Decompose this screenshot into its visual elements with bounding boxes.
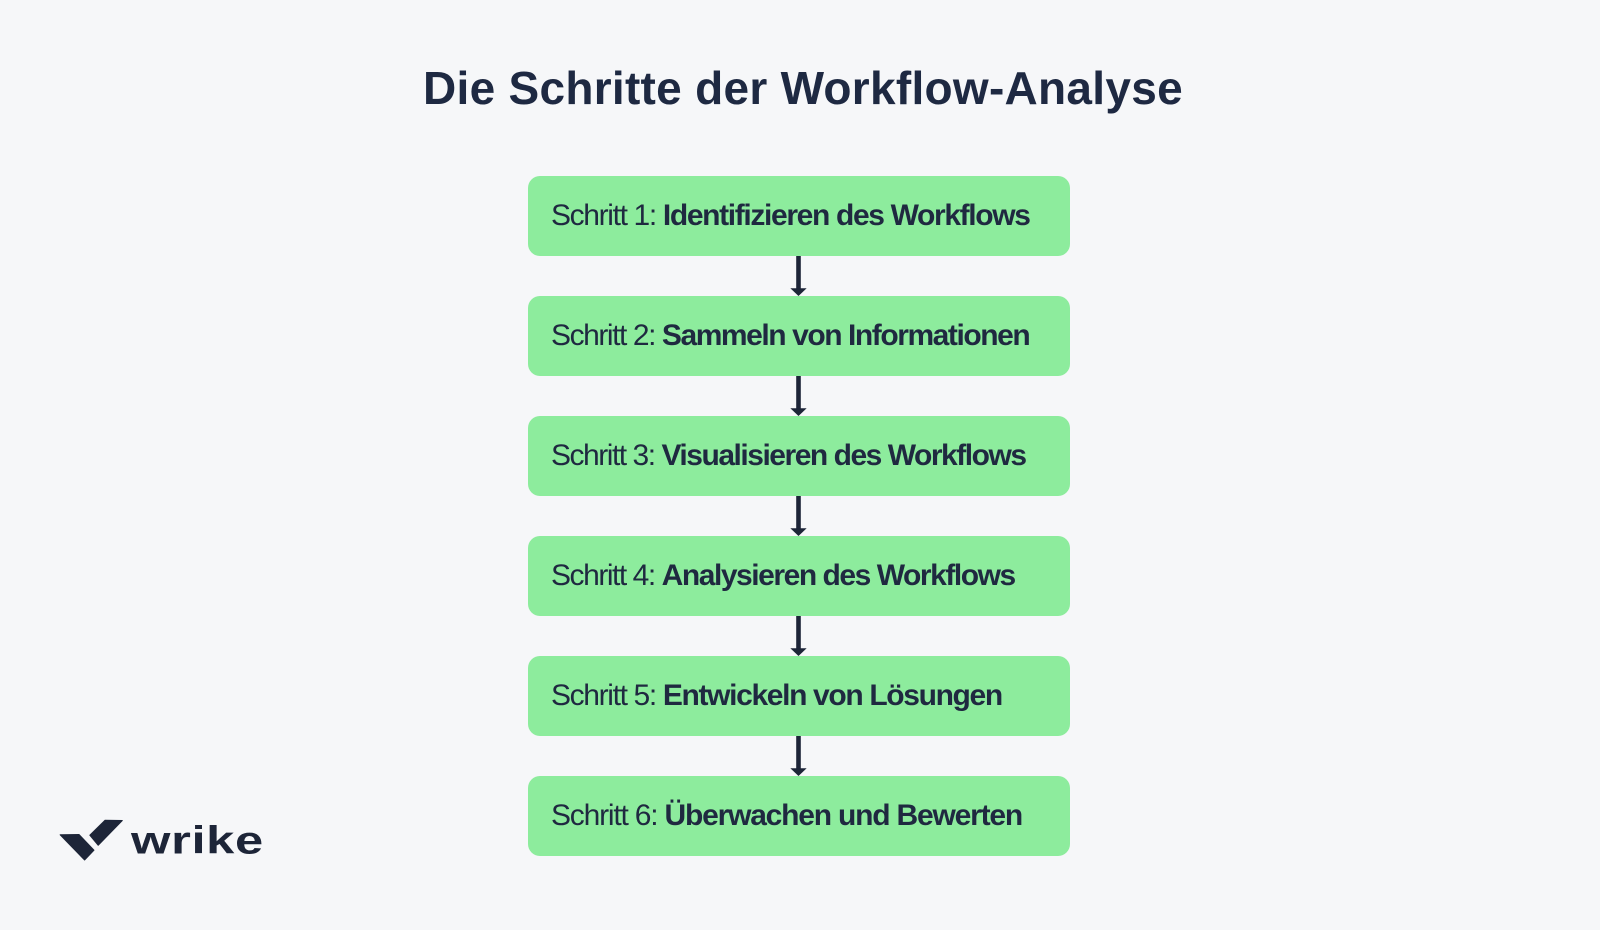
svg-text:wrike: wrike [130,818,264,862]
